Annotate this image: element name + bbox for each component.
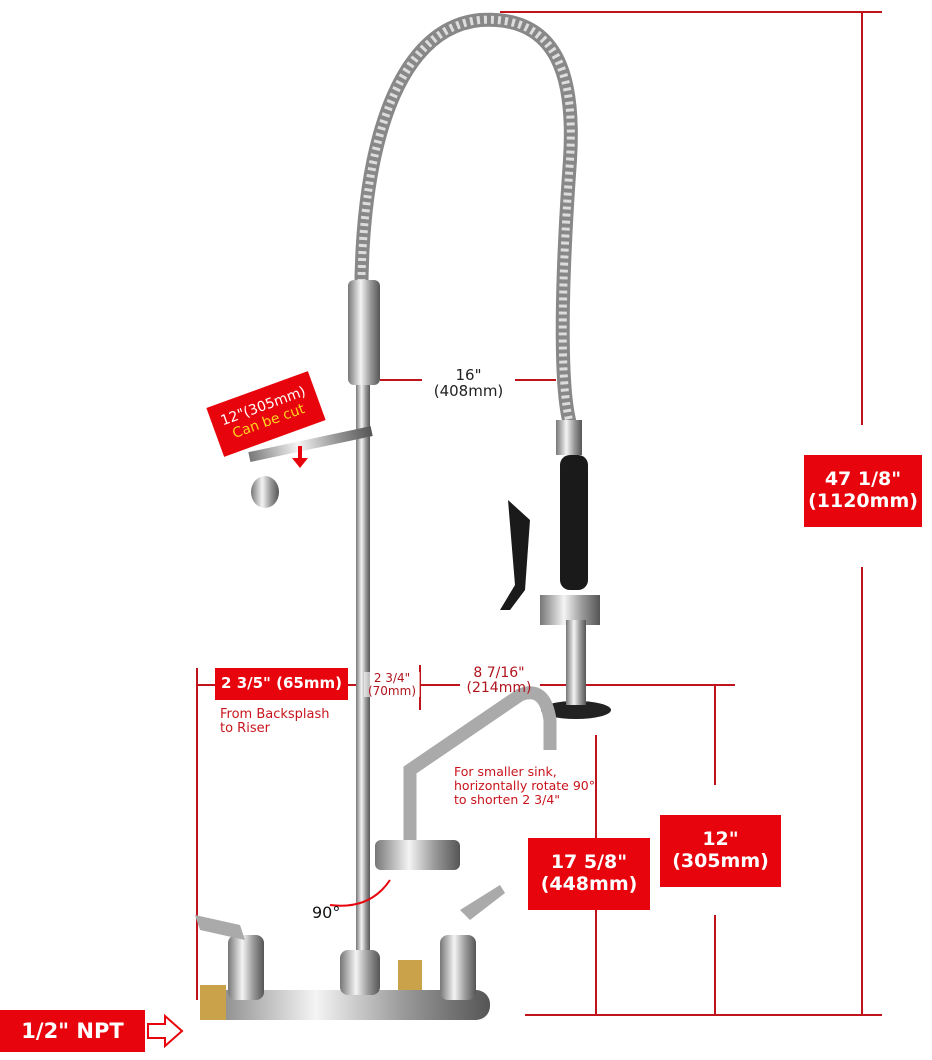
total-height-metric: (1120mm): [808, 490, 918, 512]
inlet-size-label: 1/2" NPT: [0, 1010, 145, 1052]
hot-handle: [460, 885, 505, 920]
spout-height-metric: (448mm): [540, 873, 638, 895]
backsplash-caption-line2: to Riser: [220, 721, 270, 737]
hose-width-imperial: 16": [455, 366, 482, 384]
backsplash-label: 2 3/5" (65mm): [215, 668, 348, 700]
spout-reach-imperial: 8 7/16": [473, 665, 525, 681]
total-height-imperial: 47 1/8": [824, 468, 902, 491]
dimension-lines: [196, 11, 882, 1016]
add-on-spout: [403, 686, 557, 840]
backsplash-caption-line1: From Backsplash: [220, 707, 330, 722]
down-arrow-icon: [292, 446, 308, 468]
riser-offset-label: 2 3/4" (70mm): [364, 671, 420, 698]
spout-reach-metric: (214mm): [466, 679, 532, 696]
cold-handle: [195, 915, 245, 940]
wall-bracket: [248, 426, 373, 462]
wall-faucet-body: [200, 990, 490, 1020]
rotation-angle-label: 90°: [312, 903, 341, 922]
spring-base: [348, 280, 380, 385]
spout-note-line1: For smaller sink,: [454, 764, 557, 779]
inlet-arrow-icon: [147, 1013, 184, 1049]
backsplash-caption: From Backsplash to Riser: [220, 707, 330, 737]
spout-note-line2: horizontally rotate 90°: [454, 777, 595, 793]
spring-hose: [354, 12, 579, 433]
spray-valve: [556, 420, 582, 455]
riser-offset-metric: (70mm): [367, 683, 416, 698]
spout-reach-label: 8 7/16" (214mm): [458, 666, 540, 695]
riser-offset-imperial: 2 3/4": [373, 671, 411, 685]
spout-note-line3: to shorten 2 3/4": [454, 791, 561, 807]
spout-height-label: 17 5/8" (448mm): [528, 838, 650, 910]
spray-height-imperial: 12": [702, 828, 739, 851]
spray-height-label: 12" (305mm): [660, 815, 781, 887]
spout-height-imperial: 17 5/8": [550, 851, 628, 874]
riser-pipe: [356, 385, 370, 985]
brass-inlet: [200, 985, 226, 1020]
total-height-label: 47 1/8" (1120mm): [804, 455, 922, 527]
rotation-arc: [329, 879, 391, 907]
hose-width-label: 16" (408mm): [422, 366, 515, 400]
spray-lever: [500, 500, 530, 610]
spray-height-metric: (305mm): [672, 850, 769, 872]
spout-rotation-note: For smaller sink, horizontally rotate 90…: [454, 765, 595, 806]
hose-width-metric: (408mm): [433, 381, 504, 400]
